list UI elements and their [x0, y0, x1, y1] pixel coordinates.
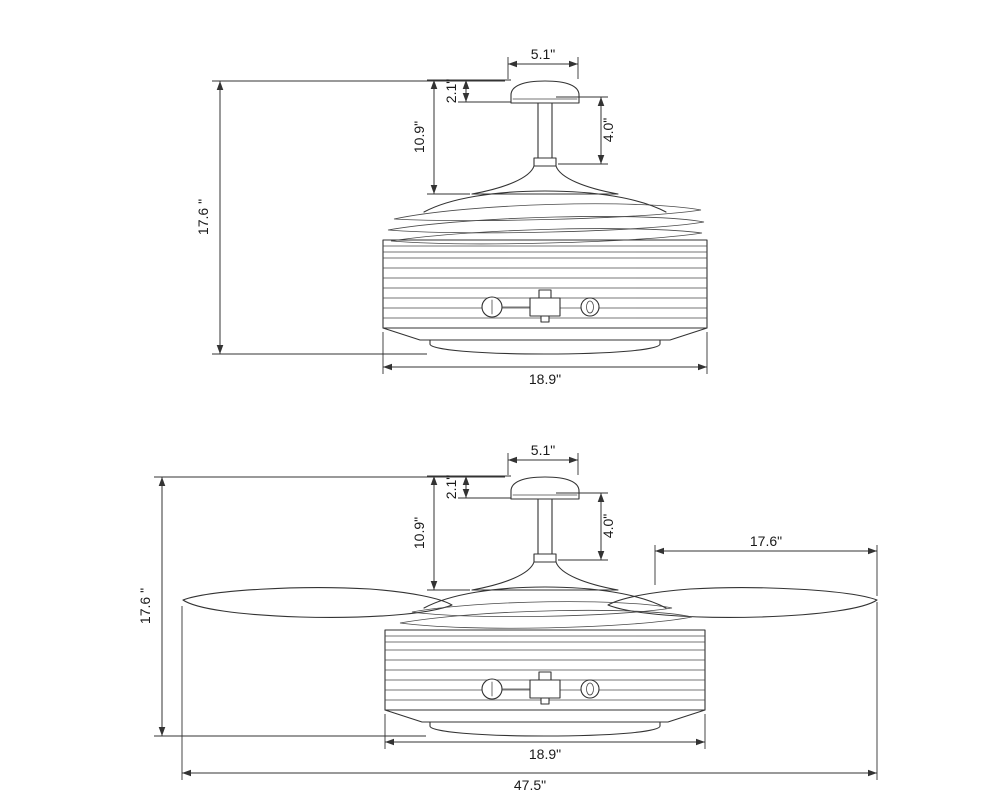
- dim-overall-height-top: 17.6 ": [195, 80, 505, 355]
- blade-left: [182, 587, 453, 618]
- dim-canopy-width-bottom: 5.1": [507, 442, 579, 475]
- downrod: [537, 102, 553, 159]
- dim-blade-length: 17.6": [654, 533, 878, 596]
- dim-canopy-height-top: 2.1": [427, 79, 511, 103]
- control-box: [529, 679, 561, 699]
- dim-downrod-top: 4.0": [556, 96, 616, 165]
- dim-overall-height-bottom: 17.6 ": [137, 476, 505, 737]
- dim-canopy-width-top: 5.1": [507, 46, 579, 79]
- dim-label-overall-height-bottom: 17.6 ": [137, 588, 153, 624]
- socket-right: [580, 679, 600, 699]
- dim-label-canopy-width-top: 5.1": [531, 46, 555, 62]
- control-box: [529, 297, 561, 317]
- motor-bell: [471, 165, 619, 195]
- light-lens: [429, 721, 661, 737]
- fan-extended-drawing: [182, 476, 878, 737]
- fan-retracted-drawing: [382, 80, 708, 355]
- dim-label-canopy-width-bottom: 5.1": [531, 442, 555, 458]
- dim-body-width-top: 18.9": [382, 332, 708, 387]
- dim-label-canopy-height-top: 2.1": [443, 79, 459, 103]
- view-blades-extended: 5.1" 2.1" 10.9" 4.0" 17.6 ": [137, 442, 878, 793]
- dim-body-width-bottom: 18.9": [384, 714, 706, 762]
- dim-label-body-width-bottom: 18.9": [529, 746, 561, 762]
- body-taper: [382, 327, 708, 341]
- dim-label-overall-height-top: 17.6 ": [195, 199, 211, 235]
- dim-head-height-bottom: 10.9": [411, 476, 470, 591]
- blade-right: [607, 587, 878, 618]
- dim-label-head-height-top: 10.9": [411, 121, 427, 153]
- dim-canopy-height-bottom: 2.1": [427, 475, 511, 499]
- body-taper: [384, 709, 706, 723]
- downrod-coupling: [533, 553, 557, 563]
- downrod-coupling: [533, 157, 557, 167]
- dim-label-canopy-height-bottom: 2.1": [443, 475, 459, 499]
- dim-head-height-top: 10.9": [411, 80, 470, 195]
- view-blades-retracted: 5.1" 2.1" 10.9" 4.0" 17.6 ": [195, 46, 708, 387]
- retracted-blades: [387, 203, 705, 245]
- canopy: [510, 80, 580, 104]
- dim-downrod-bottom: 4.0": [556, 492, 616, 561]
- blade-cover-dome: [423, 586, 667, 609]
- dim-label-blade-span: 47.5": [514, 777, 546, 793]
- body-controls: [481, 289, 600, 323]
- dim-blade-span: 47.5": [181, 602, 878, 793]
- dim-label-blade-length: 17.6": [750, 533, 782, 549]
- blade-cover-dome: [423, 190, 667, 213]
- motor-bell: [471, 561, 619, 591]
- dim-label-head-height-bottom: 10.9": [411, 517, 427, 549]
- canopy: [510, 476, 580, 500]
- socket-right: [580, 297, 600, 317]
- light-lens: [429, 339, 661, 355]
- dim-label-downrod-top: 4.0": [600, 118, 616, 142]
- dim-label-downrod-bottom: 4.0": [600, 514, 616, 538]
- body-controls: [481, 671, 600, 705]
- downrod: [537, 498, 553, 555]
- blade-center: [399, 601, 693, 629]
- dim-label-body-width-top: 18.9": [529, 371, 561, 387]
